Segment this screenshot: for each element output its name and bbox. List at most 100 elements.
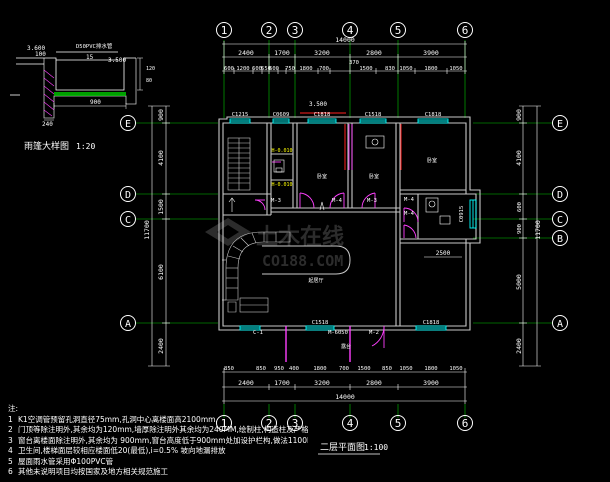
windows — [229, 118, 477, 331]
room-label-terrace: 露台 — [341, 343, 351, 350]
window-label-c1818-a: C1818 — [314, 112, 331, 118]
dim-bottom-detail-8: 850 — [382, 366, 392, 372]
dim-bottom-detail-11: 1050 — [449, 366, 462, 372]
canopy-dim-100a: 100 — [35, 51, 46, 58]
top-dimension-text: 14000 2400 1700 3200 2800 3900 370 600 1… — [224, 36, 463, 72]
elevation-labels: H-0.010 H-0.010 — [271, 148, 292, 188]
dim-right-total: 11700 — [534, 220, 542, 240]
door-label-m3-a: M-3 — [271, 198, 281, 204]
axis-label-right-c: C — [557, 215, 563, 226]
dim-right-seg-4: 900 — [517, 224, 523, 234]
note-number: 3 — [8, 435, 13, 445]
axis-label-top-6: 6 — [462, 24, 469, 37]
dim-top-total: 14000 — [335, 36, 355, 44]
window-label-c1: C-1 — [253, 330, 263, 336]
elevation-label-a: H-0.010 — [271, 148, 292, 154]
left-dimension-text: 900 4100 1500 6100 2400 11700 — [143, 109, 165, 354]
axis-label-bottom-4: 4 — [347, 417, 354, 430]
dim-interior-3500: 3.500 — [309, 101, 327, 108]
door-label-m4-b: M-4 — [404, 197, 415, 203]
dim-right-seg-1: 900 — [515, 109, 523, 121]
dim-top-seg-3: 3200 — [314, 49, 330, 57]
dim-bottom-seg-1: 2400 — [238, 379, 254, 387]
dim-top-detail-6: 750 — [285, 66, 295, 72]
note-text: 门顶等除注明外,其余均为120mm,墙厚除注明外其余均为240MM,绘制柱,构造… — [18, 425, 308, 434]
stair-void-outline — [262, 245, 351, 275]
dim-left-seg-4: 6100 — [157, 264, 165, 280]
canopy-dim-240: 240 — [42, 121, 53, 128]
canopy-detail-title: 雨篷大样图 — [24, 140, 69, 152]
axis-label-right-e: E — [557, 119, 563, 130]
top-dimension-lines — [222, 41, 467, 74]
window-label-c0915: C0915 — [459, 206, 465, 223]
note-number: 4 — [8, 446, 13, 455]
axis-label-bottom-1: 1 — [221, 417, 228, 430]
dim-bottom-seg-3: 3200 — [314, 379, 330, 387]
bottom-axis-bubbles — [216, 415, 473, 431]
window-label-c1818-b: C1818 — [425, 112, 442, 118]
door-label-m6050: M-6050 — [328, 330, 348, 336]
dim-top-detail-12: 1800 — [424, 66, 437, 72]
dim-bottom-detail-7: 1500 — [357, 366, 370, 372]
notes-label: 注: — [8, 404, 19, 413]
dim-bottom-detail-4: 400 — [289, 366, 299, 372]
door-label-m2: M-2 — [369, 330, 379, 336]
axis-label-right-b: B — [557, 234, 563, 245]
canopy-hatch — [43, 69, 55, 117]
door-label-m4-c: M-4 — [404, 211, 415, 217]
dim-top-detail-8: 700 — [319, 66, 329, 72]
dim-bottom-total: 14000 — [335, 393, 355, 401]
dim-bottom-seg-5: 3900 — [423, 379, 439, 387]
dim-left-seg-2: 4100 — [157, 150, 165, 166]
window-label-c1518-b: C1518 — [312, 320, 329, 326]
canopy-level-2: 3.500 — [108, 57, 126, 64]
stair-arrow — [228, 197, 236, 212]
window-label-c1518: C1518 — [365, 112, 382, 118]
room-label-bedroom-1: 卧室 — [317, 173, 327, 180]
dim-right-seg-6: 2400 — [515, 338, 523, 354]
top-axis-bubbles — [216, 22, 473, 118]
dim-bottom-detail-6: 700 — [339, 366, 349, 372]
canopy-dim-15: 15 — [86, 54, 94, 61]
dim-top-detail-10: 830 — [385, 66, 395, 72]
dim-top-small: 370 — [349, 60, 359, 66]
dim-left-total: 11700 — [143, 220, 151, 240]
dim-bottom-detail-3: 950 — [274, 366, 284, 372]
right-axis-labels: E D C B A — [557, 119, 563, 330]
dim-top-detail-11: 1050 — [399, 66, 412, 72]
canopy-detail: 3.600 3.500 D50PVC排水管 100 15 900 240 120… — [10, 42, 155, 152]
dim-bottom-detail-5: 1800 — [313, 366, 326, 372]
room-label-bedroom-2: 卧室 — [369, 173, 379, 180]
axis-label-bottom-2: 2 — [266, 417, 273, 430]
canopy-slab — [54, 92, 126, 96]
axis-label-right-d: D — [557, 190, 563, 201]
dim-right-seg-5: 5000 — [515, 274, 523, 290]
bottom-axis-labels: 1 2 3 4 5 6 — [221, 417, 469, 430]
canopy-dim-80: 80 — [146, 78, 152, 84]
right-dimension-lines — [519, 105, 541, 367]
elevation-label-b: H-0.010 — [271, 182, 292, 188]
right-axis-bubbles — [473, 115, 568, 331]
dim-bottom-detail-2: 850 — [256, 366, 266, 372]
note-number: 6 — [8, 467, 13, 476]
dim-top-detail-9: 1500 — [359, 66, 372, 72]
door-label-m3-b: M-3 — [367, 198, 377, 204]
note-number: 5 — [8, 456, 13, 466]
axis-label-left-d: D — [125, 190, 131, 201]
dim-top-seg-5: 3900 — [423, 49, 439, 57]
left-axis-labels: E D C A — [125, 119, 131, 330]
red-markers — [300, 112, 402, 170]
bottom-dimension-text: 850 850 950 400 1800 700 1500 850 1050 1… — [224, 366, 463, 401]
axis-label-bottom-6: 6 — [462, 417, 469, 430]
room-label-bedroom-3: 卧室 — [427, 157, 437, 164]
dim-top-detail-1: 600 — [224, 66, 234, 72]
dim-bottom-seg-2: 1700 — [274, 379, 290, 387]
canopy-level-1: 3.600 — [27, 45, 45, 52]
canopy-dim-900: 900 — [90, 99, 101, 106]
dim-top-detail-4: 550 — [261, 66, 271, 72]
axis-label-top-2: 2 — [266, 24, 273, 37]
dim-top-detail-3: 600 — [252, 66, 262, 72]
